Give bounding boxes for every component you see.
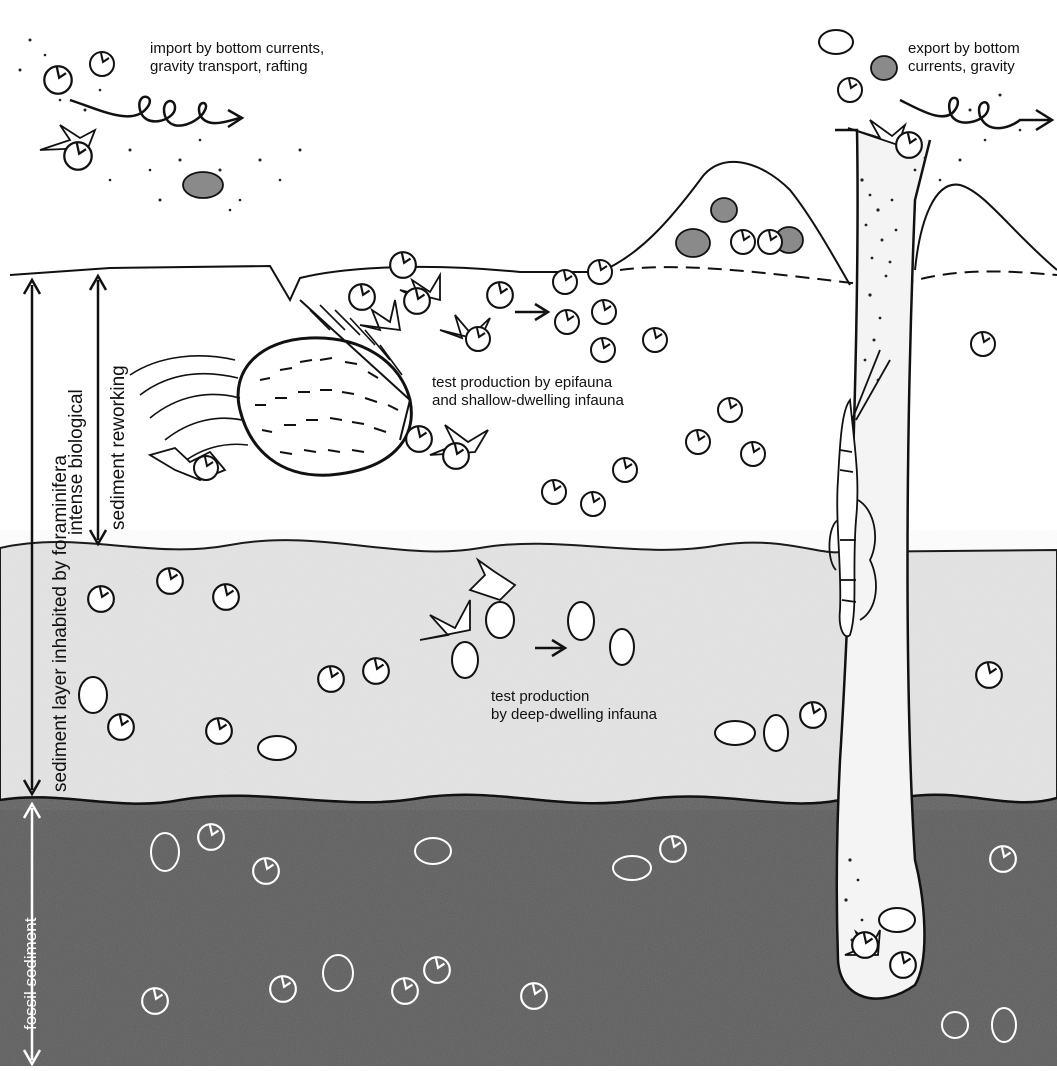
export-label: export by bottom currents, gravity — [908, 40, 1020, 76]
mound-dashed-line-right — [900, 271, 1057, 285]
reworking-label-line1: intense biological — [66, 389, 88, 535]
import-current-arrow — [70, 97, 240, 126]
grey-tests — [183, 56, 897, 257]
production-arrow-shallow — [515, 304, 548, 320]
epifauna-production-label: test production by epifauna and shallow-… — [432, 374, 624, 410]
right-mound-outline — [915, 185, 1057, 270]
mound-dashed-line-left — [620, 267, 860, 284]
reworking-arrow — [90, 276, 106, 544]
sediment-surface — [10, 162, 850, 300]
import-label: import by bottom currents, gravity trans… — [150, 40, 324, 76]
export-current-arrow — [900, 98, 1050, 128]
deep-infauna-production-label: test production by deep-dwelling infauna — [491, 688, 657, 724]
fossil-sediment-label: fossil sediment — [20, 918, 42, 1030]
reworking-label-line2: sediment reworking — [108, 365, 130, 530]
